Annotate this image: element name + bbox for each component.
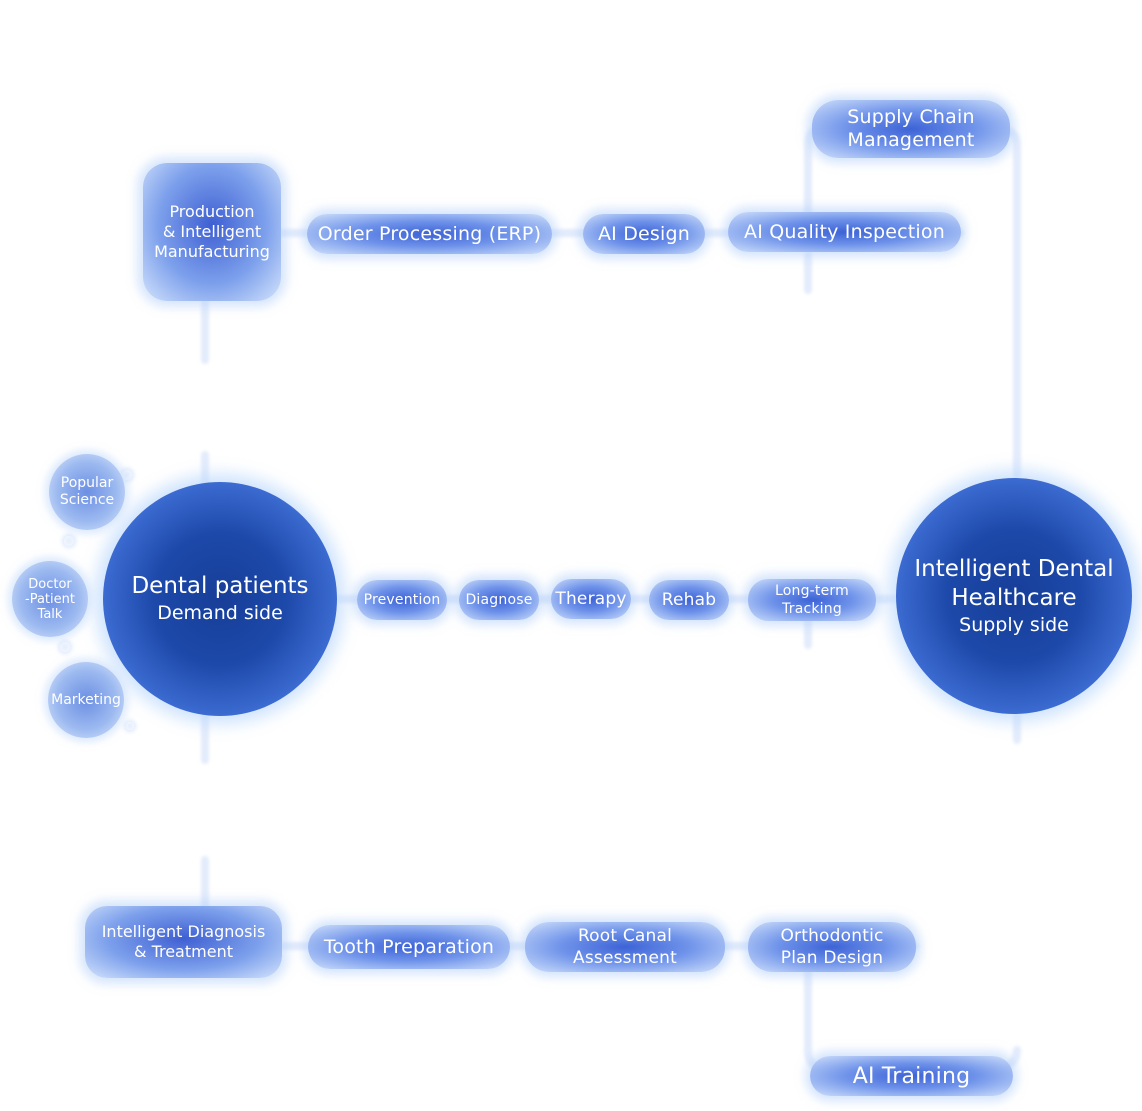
decor-dot (60, 642, 70, 652)
order-processing-pill: Order Processing (ERP) (307, 214, 552, 254)
long-term-tracking-line1: Long-term (775, 583, 849, 599)
diagnosis-label-line2: & Treatment (134, 942, 233, 961)
production-box: Production & Intelligent Manufacturing (143, 163, 281, 301)
root-canal-line1: Root Canal (577, 926, 673, 946)
doctor-patient-line1: Doctor (28, 576, 72, 592)
rehab-label: Rehab (661, 590, 717, 610)
doctor-patient-talk-bubble: Doctor -Patient Talk (12, 561, 88, 637)
root-canal-line2: Assessment (573, 948, 677, 968)
popular-science-bubble: Popular Science (49, 454, 125, 530)
ai-training-pill: AI Training (810, 1056, 1013, 1096)
therapy-label: Therapy (555, 589, 627, 609)
diagnosis-label-line1: Intelligent Diagnosis (101, 922, 266, 941)
doctor-patient-line2: -Patient (25, 591, 75, 607)
prevention-pill: Prevention (357, 580, 447, 620)
root-canal-pill: Root Canal Assessment (525, 922, 725, 972)
therapy-pill: Therapy (551, 579, 631, 619)
ai-design-pill: AI Design (583, 214, 705, 254)
tooth-preparation-pill: Tooth Preparation (308, 925, 510, 969)
decor-dot (64, 536, 74, 546)
link-supply-chain (804, 124, 1021, 479)
dental-patients-hub: Dental patients Demand side (103, 482, 337, 716)
popular-science-line1: Popular (60, 475, 114, 491)
patients-hub-title: Dental patients (131, 573, 309, 599)
link-ai-training (804, 966, 1021, 1072)
supply-chain-pill: Supply Chain Management (812, 100, 1010, 158)
decor-dot (126, 722, 134, 730)
long-term-tracking-pill: Long-term Tracking (748, 579, 876, 621)
diagnose-pill: Diagnose (459, 580, 539, 620)
orthodontic-line1: Orthodontic (780, 926, 884, 946)
intelligent-dental-healthcare-hub: Intelligent Dental Healthcare Supply sid… (896, 478, 1132, 714)
rehab-pill: Rehab (649, 580, 729, 620)
tooth-preparation-label: Tooth Preparation (323, 935, 495, 958)
supply-chain-label-line2: Management (847, 129, 975, 151)
orthodontic-plan-pill: Orthodontic Plan Design (748, 922, 916, 972)
doctor-patient-line3: Talk (37, 606, 63, 622)
production-label-line1: Production (169, 202, 255, 221)
decor-dot (122, 470, 132, 480)
production-label-line2: & Intelligent (162, 222, 262, 241)
diagnose-label: Diagnose (465, 592, 533, 608)
supply-chain-label-line1: Supply Chain (847, 106, 975, 128)
production-label-line3: Manufacturing (154, 242, 270, 261)
ai-quality-inspection-label: AI Quality Inspection (744, 220, 945, 243)
supply-hub-title-line2: Healthcare (951, 584, 1077, 611)
ai-design-label: AI Design (597, 222, 691, 245)
marketing-label: Marketing (51, 691, 121, 708)
supply-hub-subtitle: Supply side (959, 613, 1069, 636)
long-term-tracking-line2: Tracking (782, 601, 842, 617)
intelligent-diagnosis-box: Intelligent Diagnosis & Treatment (85, 906, 282, 978)
marketing-bubble: Marketing (48, 662, 124, 738)
ai-quality-inspection-pill: AI Quality Inspection (728, 212, 961, 252)
order-processing-label: Order Processing (ERP) (317, 222, 542, 245)
ai-training-label: AI Training (852, 1063, 971, 1089)
supply-hub-title-line1: Intelligent Dental (914, 555, 1114, 582)
popular-science-line2: Science (59, 492, 115, 508)
orthodontic-line2: Plan Design (780, 948, 884, 968)
prevention-label: Prevention (363, 592, 441, 608)
patients-hub-subtitle: Demand side (157, 602, 283, 624)
